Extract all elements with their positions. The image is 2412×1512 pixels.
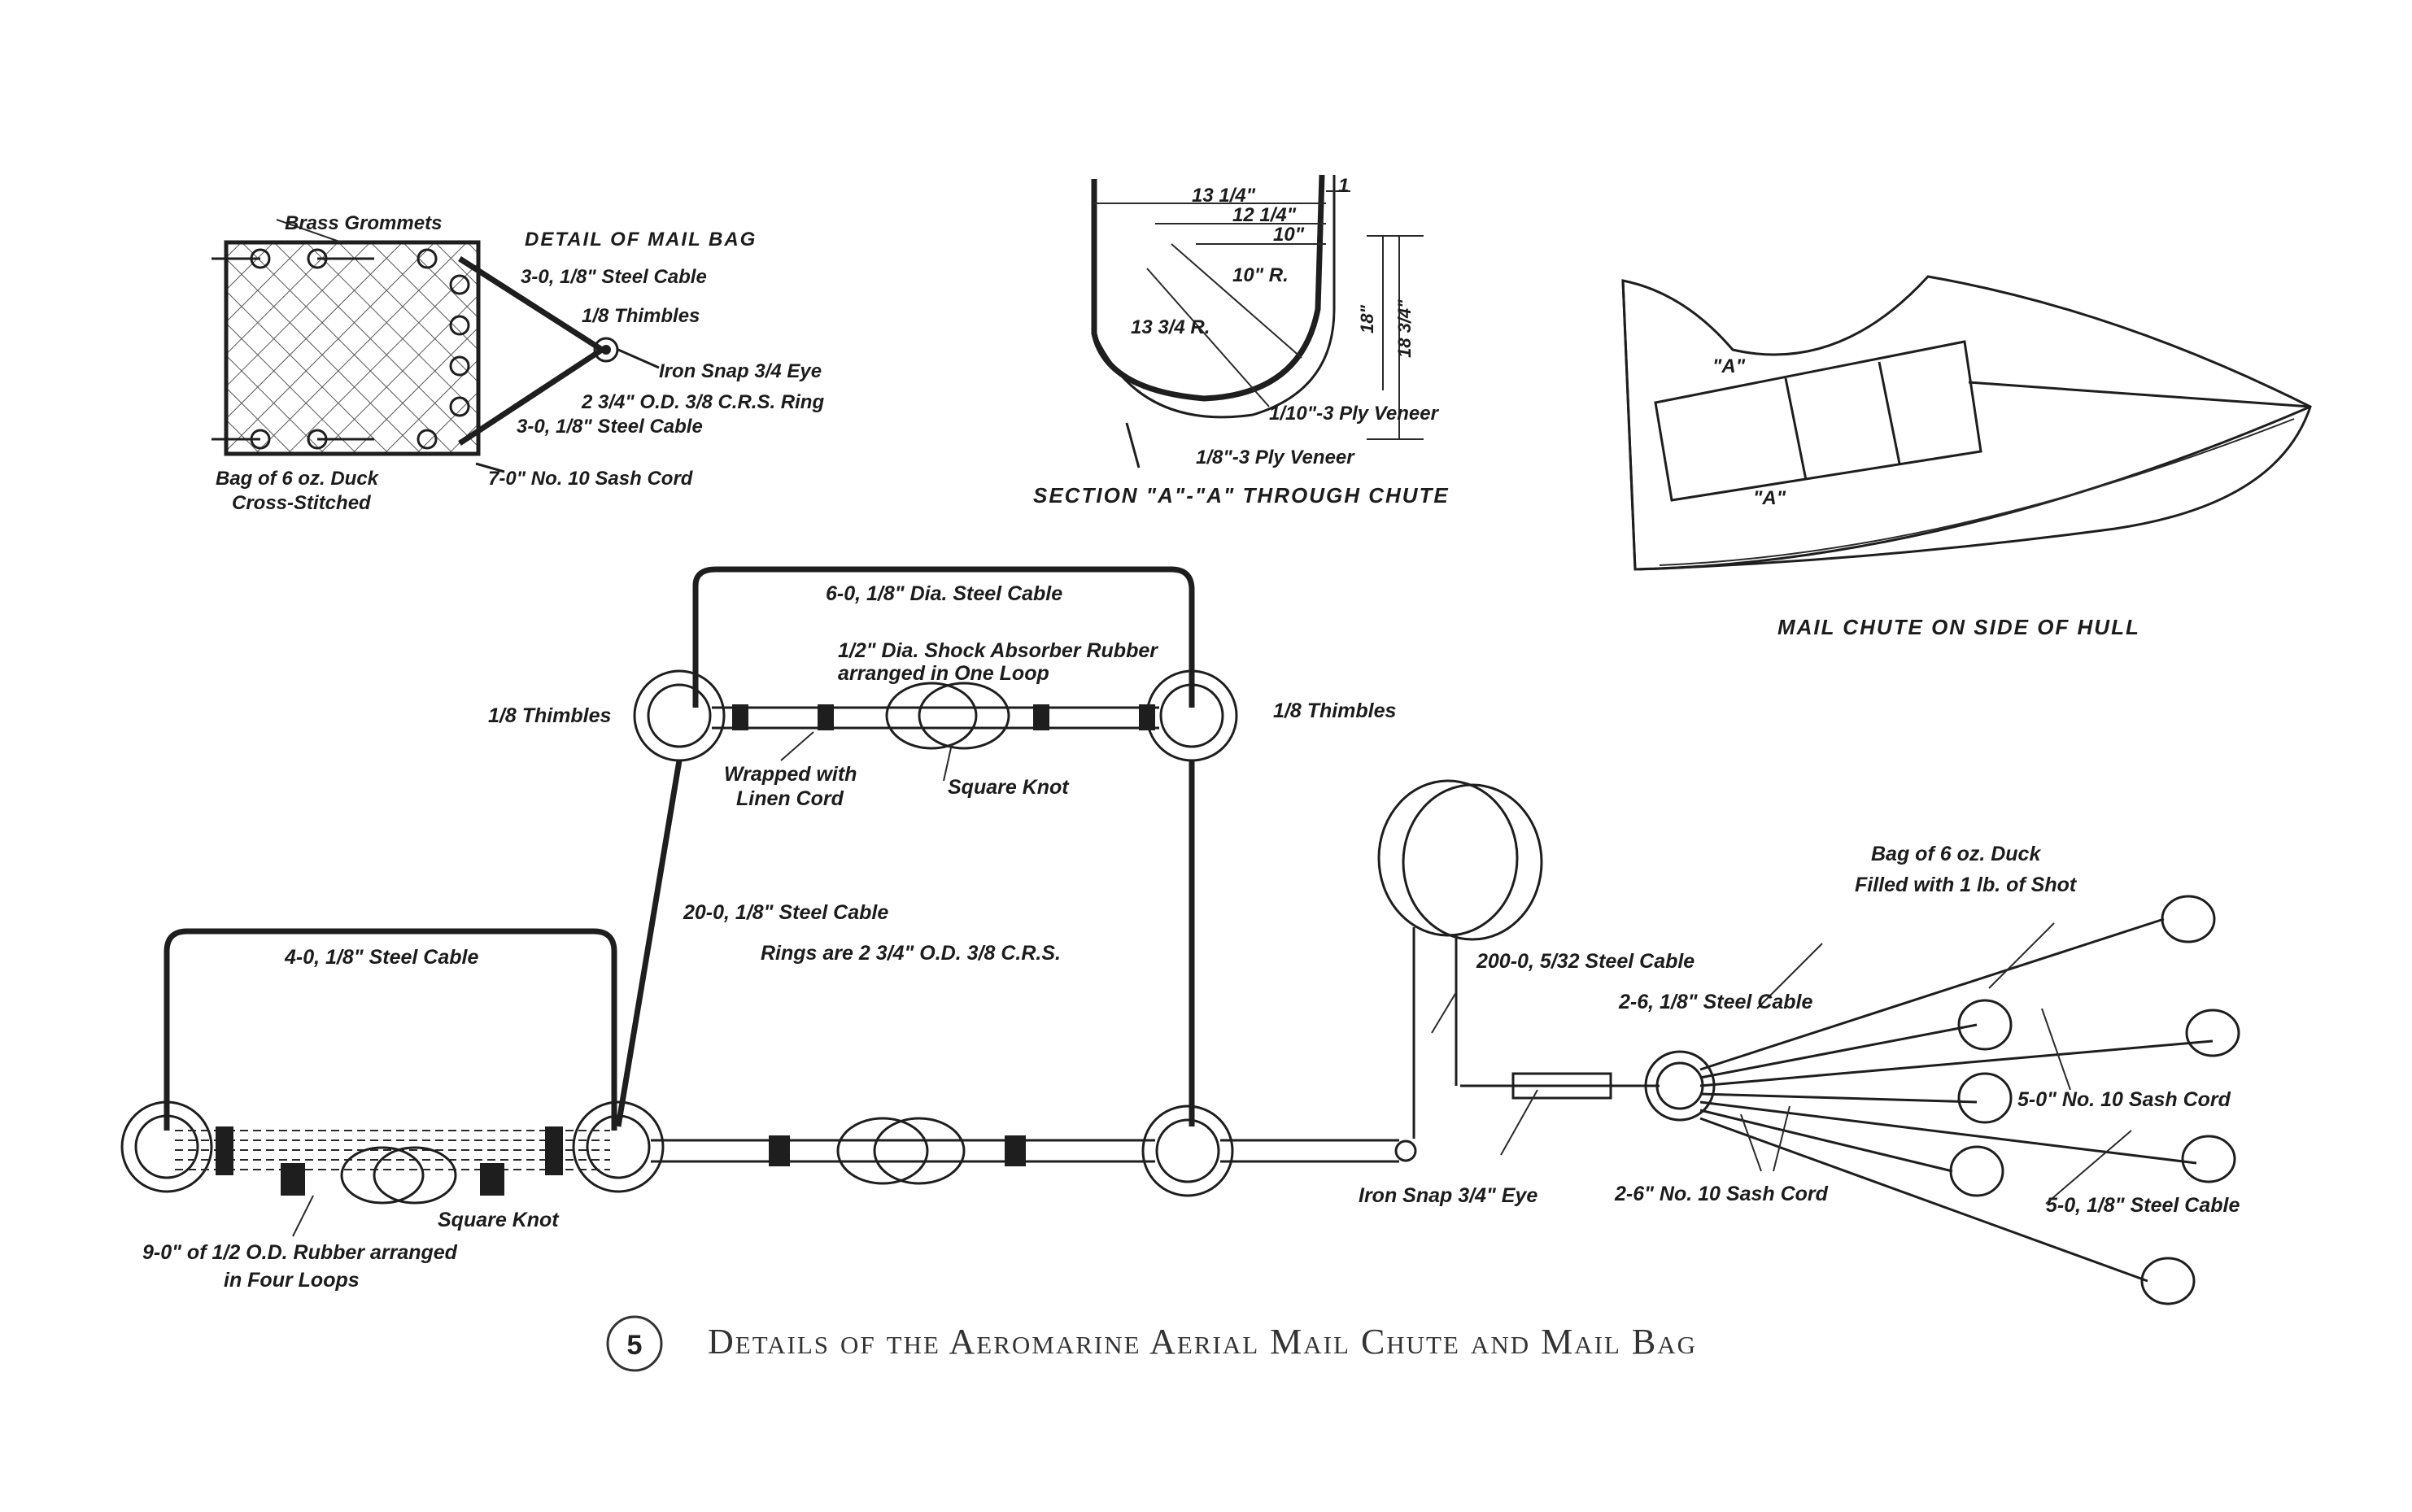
rubber-loop-line2: arranged in One Loop xyxy=(838,662,1049,685)
cable-4-label: 4-0, 1/8" Steel Cable xyxy=(284,946,478,969)
grommets-label: Brass Grommets xyxy=(285,212,442,234)
rubber-four-line1: 9-0" of 1/2 O.D. Rubber arranged xyxy=(142,1241,458,1264)
wrapped-line1: Wrapped with xyxy=(724,763,857,786)
coiled-cable-icon xyxy=(1377,779,1543,1139)
square-knot-bottom-label: Square Knot xyxy=(438,1209,560,1231)
cable-20-label: 20-0, 1/8" Steel Cable xyxy=(683,901,888,924)
square-knot-middle-icon xyxy=(836,1117,966,1185)
mail-bag-title: DETAIL OF MAIL BAG xyxy=(525,229,757,251)
chute-section: 13 1/4" 12 1/4" 10" 1 10" R. 13 3/4 R. 1… xyxy=(1033,174,1450,508)
dim-13-label: 13 1/4" xyxy=(1192,185,1256,207)
shot-bag-line1: Bag of 6 oz. Duck xyxy=(1871,843,2041,865)
hull-a-top-label: "A" xyxy=(1712,355,1746,377)
cable-top-label: 3-0, 1/8" Steel Cable xyxy=(521,266,707,288)
height-18-label: 18" xyxy=(1357,305,1377,333)
dim-1-label: 1 xyxy=(1338,175,1349,197)
cable-2-6-label: 2-6, 1/8" Steel Cable xyxy=(1618,991,1812,1013)
snap-label: Iron Snap 3/4 Eye xyxy=(659,360,822,382)
thimbles-left-label: 1/8 Thimbles xyxy=(488,704,612,727)
ring-label: 2 3/4" O.D. 3/8 C.R.S. Ring xyxy=(581,391,824,413)
dim-10-label: 10" xyxy=(1273,224,1305,246)
hull-title: MAIL CHUTE ON SIDE OF HULL xyxy=(1777,615,2140,639)
sash-5-0-label: 5-0" No. 10 Sash Cord xyxy=(2017,1088,2231,1111)
caption-text: Details of the Aeromarine Aerial Mail Ch… xyxy=(708,1322,1697,1362)
cable-6-label: 6-0, 1/8" Dia. Steel Cable xyxy=(826,582,1062,605)
square-knot-top-label: Square Knot xyxy=(948,776,1070,799)
cable-bottom-label: 3-0, 1/8" Steel Cable xyxy=(517,416,703,438)
chute-assembly: 6-0, 1/8" Dia. Steel Cable 1/2" Dia. Sho… xyxy=(120,566,2240,1305)
rubber-four-line2: in Four Loops xyxy=(224,1269,360,1292)
height-18-3-label: 18 3/4" xyxy=(1394,299,1415,358)
square-knot-top-icon xyxy=(885,682,1010,750)
mail-bag-detail: Brass Grommets DETAIL OF MAIL BAG 3-0, 1… xyxy=(212,212,824,514)
figure-number: 5 xyxy=(627,1330,643,1361)
sash-2-6-label: 2-6" No. 10 Sash Cord xyxy=(1614,1183,1829,1205)
cable-5-0-label: 5-0, 1/8" Steel Cable xyxy=(2046,1194,2240,1217)
section-title: SECTION "A"-"A" THROUGH CHUTE xyxy=(1033,483,1450,508)
figure-number-badge xyxy=(606,1315,663,1372)
rubber-loop-line1: 1/2" Dia. Shock Absorber Rubber xyxy=(838,639,1158,662)
wrapped-line2: Linen Cord xyxy=(736,787,844,810)
veneer-2-label: 1/8"-3 Ply Veneer xyxy=(1196,447,1355,468)
shot-bag-line2: Filled with 1 lb. of Shot xyxy=(1855,874,2078,896)
radius-13-label: 13 3/4 R. xyxy=(1131,316,1210,338)
rings-label: Rings are 2 3/4" O.D. 3/8 C.R.S. xyxy=(761,942,1061,965)
thimbles-label: 1/8 Thimbles xyxy=(582,305,700,327)
bag-label-line2: Cross-Stitched xyxy=(232,492,372,514)
brass-grommets-icon xyxy=(212,248,470,450)
veneer-1-label: 1/10"-3 Ply Veneer xyxy=(1269,403,1440,425)
iron-snap-label: Iron Snap 3/4" Eye xyxy=(1359,1184,1537,1207)
thimbles-right-label: 1/8 Thimbles xyxy=(1273,699,1397,722)
sash-cord-label: 7-0" No. 10 Sash Cord xyxy=(488,468,694,490)
bag-label-line1: Bag of 6 oz. Duck xyxy=(216,468,380,490)
figure-caption: 5 Details of the Aeromarine Aerial Mail … xyxy=(606,1315,1697,1372)
hull-a-bottom-label: "A" xyxy=(1753,487,1786,509)
hull-side-view: "A" "A" MAIL CHUTE ON SIDE OF HULL xyxy=(1621,275,2312,639)
cable-200-label: 200-0, 5/32 Steel Cable xyxy=(1476,950,1695,973)
dim-12-label: 12 1/4" xyxy=(1232,204,1297,226)
square-knot-bottom-icon xyxy=(340,1146,457,1205)
radius-10-label: 10" R. xyxy=(1232,264,1289,286)
shot-bag-icon xyxy=(1949,895,2240,1305)
